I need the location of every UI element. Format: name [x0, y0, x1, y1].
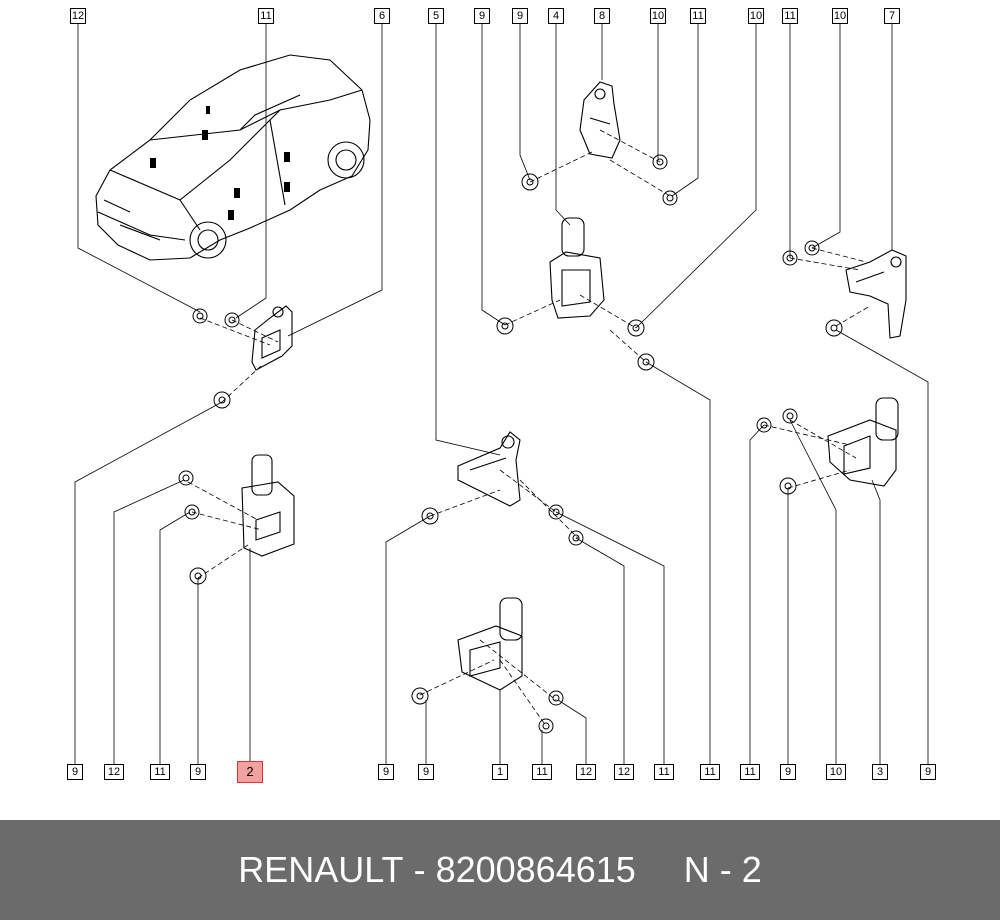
callout-bottom-15: 9 — [780, 764, 796, 780]
hinge-part-1 — [457, 597, 523, 691]
callout-top-6: 9 — [512, 8, 528, 24]
callout-top-5: 9 — [474, 8, 490, 24]
callout-bottom-5-highlighted: 2 — [237, 761, 263, 783]
callout-bottom-13: 11 — [700, 764, 720, 780]
hinge-part-7 — [845, 249, 907, 339]
callout-top-9: 10 — [650, 8, 666, 24]
part-info-footer: RENAULT - 8200864615 N - 2 — [0, 820, 1000, 920]
callout-bottom-17: 3 — [872, 764, 888, 780]
callout-bottom-2: 12 — [104, 764, 124, 780]
hinge-exploded-diagram: 12 11 6 5 9 9 4 8 10 11 10 11 10 7 9 12 … — [67, 8, 936, 783]
callout-bottom-11: 12 — [614, 764, 634, 780]
hinge-part-8 — [579, 81, 621, 159]
callout-bottom-7: 9 — [418, 764, 434, 780]
callout-bottom-8: 1 — [492, 764, 508, 780]
car-hinge-markers — [150, 106, 290, 220]
diagram-drawing — [74, 24, 929, 764]
hinge-part-6 — [251, 305, 293, 371]
callout-bottom-10: 12 — [576, 764, 596, 780]
fasteners — [178, 154, 843, 734]
callout-bottom-16: 10 — [826, 764, 846, 780]
callout-bottom-6: 9 — [378, 764, 394, 780]
callout-bottom-12: 11 — [654, 764, 674, 780]
callout-top-3: 6 — [374, 8, 390, 24]
diagram-position: N - 2 — [683, 849, 762, 890]
callout-bottom-18: 9 — [920, 764, 936, 780]
brand-separator: - — [413, 849, 426, 890]
hinge-part-4 — [549, 217, 605, 319]
callout-bottom-3: 11 — [150, 764, 170, 780]
brand-name: RENAULT — [238, 849, 404, 890]
part-number: 8200864615 — [435, 849, 636, 890]
car-illustration — [95, 54, 371, 261]
callout-top-13: 10 — [832, 8, 848, 24]
callout-top-12: 11 — [782, 8, 798, 24]
callout-bottom-1: 9 — [67, 764, 83, 780]
hinge-part-3 — [827, 397, 899, 487]
hinge-part-5 — [457, 431, 521, 507]
callout-top-4: 5 — [428, 8, 444, 24]
callout-bottom-9: 11 — [532, 764, 552, 780]
callout-top-2: 11 — [258, 8, 274, 24]
assembly-lines — [187, 129, 871, 727]
callout-bottom-14: 11 — [740, 764, 760, 780]
hinge-part-2 — [241, 454, 295, 557]
callout-top-10: 11 — [690, 8, 706, 24]
callout-top-14: 7 — [884, 8, 900, 24]
callout-top-8: 8 — [594, 8, 610, 24]
callout-top-7: 4 — [548, 8, 564, 24]
callout-top-11: 10 — [748, 8, 764, 24]
callout-top-1: 12 — [70, 8, 86, 24]
callout-bottom-4: 9 — [190, 764, 206, 780]
leader-lines — [74, 24, 929, 764]
